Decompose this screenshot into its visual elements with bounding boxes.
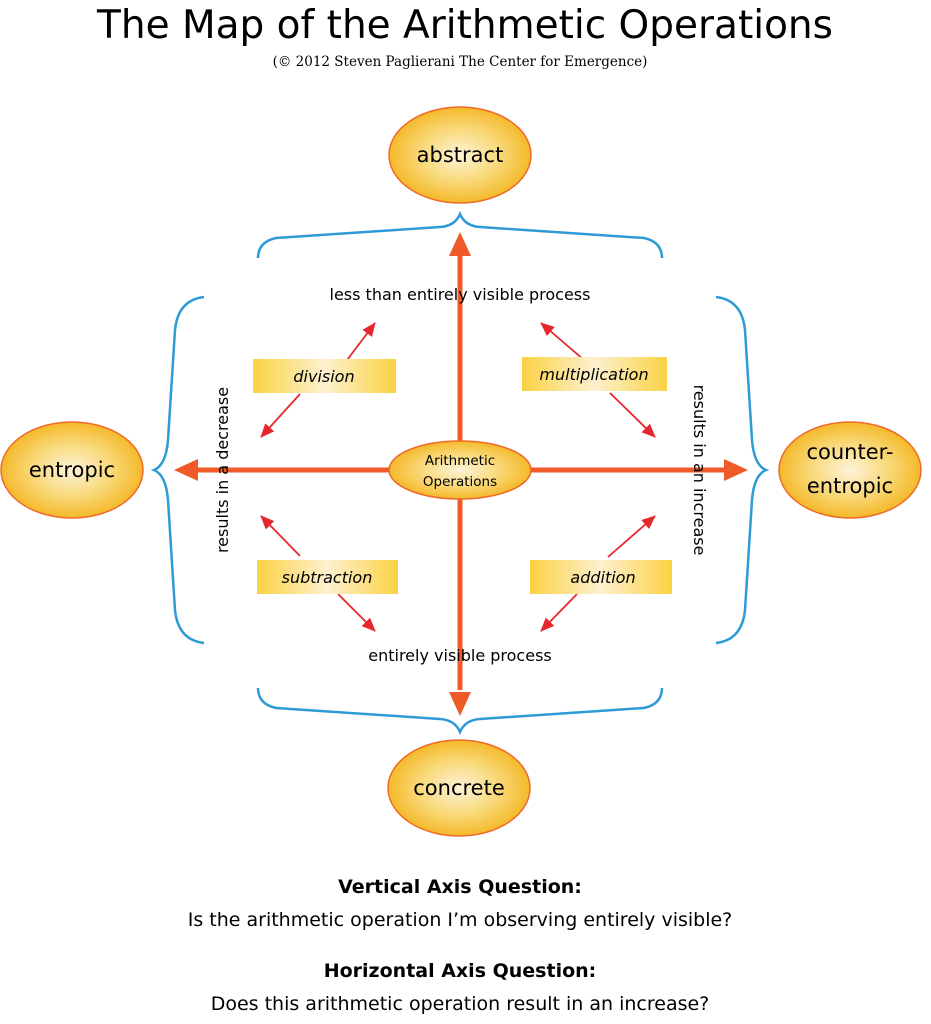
svg-text:division: division bbox=[293, 367, 354, 386]
vertical-question-heading: Vertical Axis Question: bbox=[338, 876, 582, 898]
division-label: division bbox=[253, 359, 396, 393]
axis-left-arrowhead bbox=[174, 459, 198, 481]
multiplication-arrow-up bbox=[540, 322, 585, 361]
subtraction-arrow-down bbox=[337, 593, 376, 632]
svg-text:multiplication: multiplication bbox=[539, 365, 648, 384]
svg-text:counter-: counter- bbox=[806, 440, 893, 464]
horizontal-question-text: Does this arithmetic operation result in… bbox=[211, 993, 710, 1015]
left-axis-label: results in a decrease bbox=[213, 387, 232, 553]
svg-text:concrete: concrete bbox=[413, 776, 505, 800]
bottom-axis-label: entirely visible process bbox=[368, 646, 551, 665]
svg-text:addition: addition bbox=[570, 568, 635, 587]
svg-text:Arithmetic: Arithmetic bbox=[425, 453, 495, 469]
svg-text:subtraction: subtraction bbox=[282, 568, 373, 587]
subtraction-arrow-up bbox=[260, 515, 301, 557]
vertical-question-text: Is the arithmetic operation I’m observin… bbox=[188, 909, 733, 931]
abstract-oval: abstract bbox=[388, 106, 532, 204]
addition-label: addition bbox=[530, 560, 672, 594]
left-brace bbox=[150, 295, 205, 645]
copyright-subtitle: (© 2012 Steven Paglierani The Center for… bbox=[273, 54, 648, 70]
svg-text:entropic: entropic bbox=[29, 458, 115, 482]
multiplication-arrow-down bbox=[609, 392, 656, 438]
axis-down-arrowhead bbox=[449, 692, 471, 716]
axis-right-arrowhead bbox=[724, 459, 748, 481]
concrete-oval: concrete bbox=[387, 739, 531, 837]
multiplication-label: multiplication bbox=[522, 357, 667, 391]
division-arrow-down bbox=[260, 393, 301, 438]
entropic-oval: entropic bbox=[0, 421, 144, 519]
addition-arrow-up bbox=[607, 515, 656, 558]
subtraction-label: subtraction bbox=[257, 560, 398, 594]
counter-entropic-oval: counter- entropic bbox=[778, 421, 922, 519]
right-axis-label: results in an increase bbox=[690, 385, 709, 556]
axis-up-arrowhead bbox=[449, 232, 471, 256]
right-brace bbox=[715, 295, 770, 645]
diagram-title: The Map of the Arithmetic Operations bbox=[96, 3, 833, 48]
top-axis-label: less than entirely visible process bbox=[330, 285, 591, 304]
svg-text:entropic: entropic bbox=[807, 474, 893, 498]
svg-text:Operations: Operations bbox=[423, 474, 497, 490]
horizontal-question-heading: Horizontal Axis Question: bbox=[324, 960, 597, 982]
svg-text:abstract: abstract bbox=[417, 143, 504, 167]
addition-arrow-down bbox=[540, 593, 578, 632]
top-brace bbox=[256, 210, 664, 259]
center-oval: Arithmetic Operations bbox=[388, 440, 532, 500]
bottom-brace bbox=[256, 687, 664, 736]
